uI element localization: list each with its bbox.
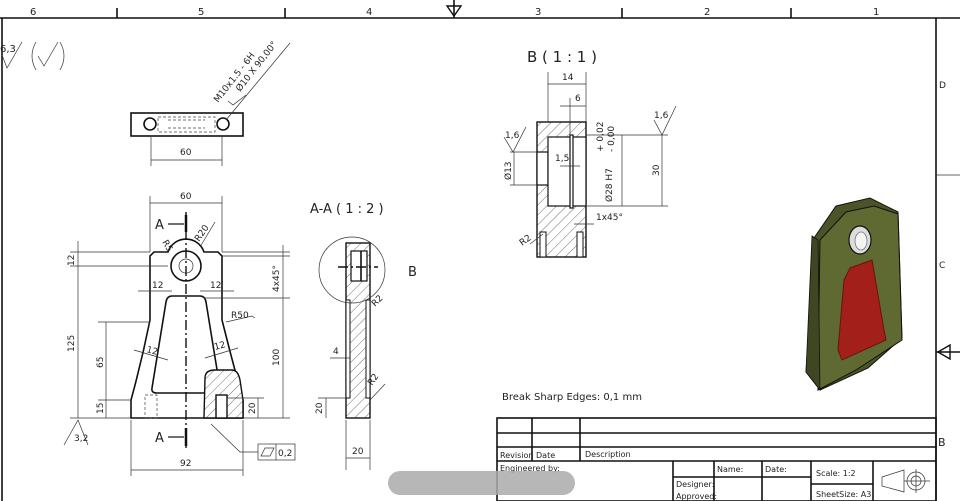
approved-label: Approved: xyxy=(676,492,717,501)
dim-chamfer: 4x45° xyxy=(272,265,282,292)
revision-header: Revision xyxy=(500,451,533,460)
section-marker-bottom: A xyxy=(155,431,164,446)
pocket-face xyxy=(837,259,887,361)
dim-base-height: 20 xyxy=(315,402,325,414)
surface-finish-hole-left: 1,6 xyxy=(505,131,520,141)
section-a-a-view: A-A ( 1 : 2 ) B R2 R2 4 20 20 xyxy=(310,202,417,470)
zone-row-d: D xyxy=(939,81,946,91)
date-header: Date xyxy=(536,451,555,460)
top-view: 60 M10x1.5 - 6H Ø10 X 90,00° xyxy=(130,39,291,166)
dim-pocket-depth: 4 xyxy=(333,347,339,357)
dim-width-14: 14 xyxy=(562,73,574,83)
projection-symbol-icon xyxy=(881,469,930,493)
surface-finish-hole-right: 1,6 xyxy=(654,111,669,121)
dim-wall-side-left: 12 xyxy=(145,345,159,358)
flatness-callout: 0,2 xyxy=(210,423,296,461)
dim-hole-spacing: 60 xyxy=(180,148,192,158)
dim-wall-top-right: 12 xyxy=(210,281,221,291)
designer-label: Designer: xyxy=(676,480,714,489)
dim-height-30: 30 xyxy=(652,164,662,176)
dim-groove: 1,5 xyxy=(555,154,569,164)
dim-top-offset: 12 xyxy=(67,255,77,266)
zone-col-2: 2 xyxy=(704,7,710,18)
front-view: A A 60 92 R5 R20 12 125 65 15 12 12 12 1… xyxy=(63,192,296,476)
dim-wall-top-left: 12 xyxy=(152,281,163,291)
flatness-value: 0,2 xyxy=(278,449,292,459)
tolerance-lower: - 0,00 xyxy=(607,126,617,152)
flatness-icon xyxy=(260,447,275,457)
surface-finish-value: 3,2 xyxy=(74,434,88,444)
video-player-overlay xyxy=(388,471,575,495)
isometric-3d-view xyxy=(805,197,903,392)
section-a-a-title: A-A ( 1 : 2 ) xyxy=(310,202,384,217)
scale-label: Scale: 1:2 xyxy=(816,469,856,478)
center-mark-right-icon xyxy=(936,343,960,361)
dim-height-15: 15 xyxy=(96,403,106,414)
zone-col-5: 5 xyxy=(198,7,204,18)
description-header: Description xyxy=(585,450,631,459)
zone-col-1: 1 xyxy=(873,7,879,18)
surface-finish-value: 6,3 xyxy=(0,44,16,55)
sheet-size-label: SheetSize: A3 xyxy=(816,490,871,499)
zone-col-6: 6 xyxy=(30,7,36,18)
dim-thickness: 20 xyxy=(352,447,364,457)
dim-height-65: 65 xyxy=(96,357,106,368)
dim-height-100: 100 xyxy=(272,349,282,366)
dim-wall-side-right: 12 xyxy=(213,340,227,353)
surface-finish-symbol-base: 3,2 xyxy=(63,419,88,446)
zone-col-3: 3 xyxy=(535,7,541,18)
name-label: Name: xyxy=(717,465,743,474)
section-marker-top: A xyxy=(155,218,164,233)
surface-finish-symbol-general: 6,3 xyxy=(0,41,65,71)
dim-base-width: 92 xyxy=(180,459,191,469)
dim-top-width: 60 xyxy=(180,192,192,202)
dim-radius-side: R50 xyxy=(231,311,249,321)
date-label: Date: xyxy=(765,465,787,474)
dim-width-6: 6 xyxy=(575,94,581,104)
zone-row-c: C xyxy=(939,261,945,271)
dim-radius-b: R2 xyxy=(518,233,534,248)
tolerance-upper: + 0,02 xyxy=(596,122,606,152)
zone-col-4: 4 xyxy=(366,7,372,18)
dim-overall-height: 125 xyxy=(67,335,77,352)
dim-height-20: 20 xyxy=(248,402,258,414)
title-block: Revision Date Description Engineered by:… xyxy=(496,417,937,501)
dim-bore: Ø28 H7 xyxy=(604,168,615,202)
center-mark-top-icon xyxy=(445,0,463,18)
engineered-by-label: Engineered by: xyxy=(500,464,560,473)
dim-dia-13: Ø13 xyxy=(503,161,514,180)
dim-radius-boss: R20 xyxy=(193,223,212,243)
zone-row-b: B xyxy=(938,436,946,449)
detail-b-title: B ( 1 : 1 ) xyxy=(527,48,597,66)
detail-b-marker: B xyxy=(408,265,417,280)
dim-chamfer-b: 1x45° xyxy=(596,213,623,223)
detail-b-view: B ( 1 : 1 ) 14 6 Ø13 1,6 1,5 Ø28 H7 + 0,… xyxy=(503,48,677,258)
note-break-edges: Break Sharp Edges: 0,1 mm xyxy=(502,392,642,403)
